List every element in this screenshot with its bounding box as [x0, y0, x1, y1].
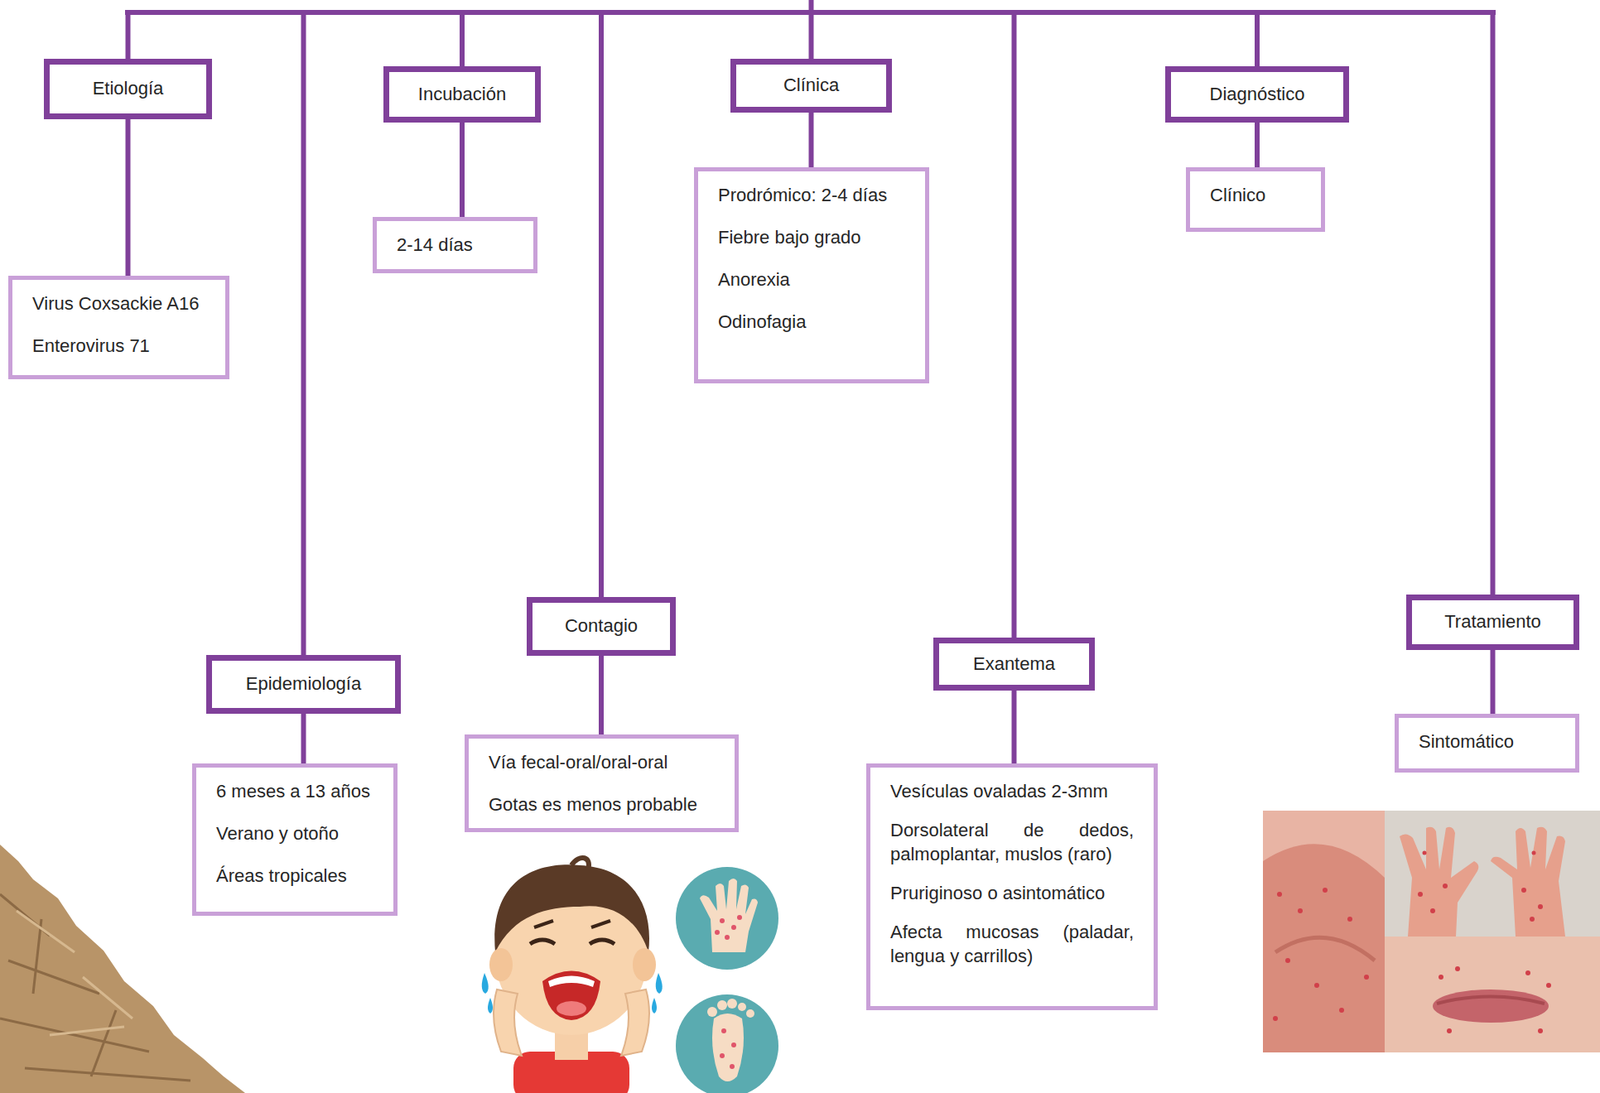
item-text: Anorexia [718, 267, 906, 292]
heading-box: Incubación [383, 66, 541, 123]
content-box: 2-14 días [372, 216, 538, 274]
child-cartoon [481, 857, 663, 1093]
item-text: 6 meses a 13 años [216, 779, 374, 804]
item-text: Áreas tropicales [216, 863, 374, 888]
heading-box: Etiología [43, 58, 213, 120]
item-text: Virus Coxsackie A16 [32, 291, 206, 316]
connector-line [809, 112, 815, 168]
hand-icon [675, 867, 779, 970]
content-box: Sintomático [1394, 713, 1580, 773]
item-text: Enterovirus 71 [32, 333, 206, 358]
heading-text: Contagio [564, 615, 638, 637]
content-box: Vesículas ovaladas 2-3mmDorsolateral de … [866, 763, 1158, 1011]
item-text: Pruriginoso o asintomático [890, 881, 1134, 906]
item-text: Prodrómico: 2-4 días [718, 183, 906, 208]
connector-line [125, 119, 131, 276]
heading-text: Tratamiento [1444, 611, 1542, 633]
connector-line [1012, 690, 1017, 764]
heading-text: Epidemiología [245, 673, 362, 695]
item-text: Afecta mucosas (paladar, lengua y carril… [890, 920, 1134, 969]
item-text: Sintomático [1418, 729, 1556, 754]
content-box: Virus Coxsackie A16Enterovirus 71 [8, 275, 230, 380]
heading-box: Clínica [730, 58, 892, 113]
item-text: Gotas es menos probable [488, 792, 715, 817]
connector-line [459, 122, 465, 217]
tree-bar [125, 0, 1496, 656]
item-text: Dorsolateral de dedos, palmoplantar, mus… [890, 818, 1134, 867]
heading-box: Contagio [526, 597, 676, 656]
connector-line [1490, 650, 1496, 714]
connector-line [1254, 122, 1260, 168]
item-text: Clínico [1209, 183, 1302, 208]
content-box: 6 meses a 13 añosVerano y otoñoÁreas tro… [192, 763, 398, 916]
item-text: 2-14 días [396, 232, 514, 257]
heading-text: Incubación [418, 83, 507, 106]
heading-box: Exantema [933, 637, 1095, 691]
content-box: Clínico [1185, 167, 1326, 232]
item-text: Vía fecal-oral/oral-oral [488, 750, 715, 775]
photo-collage [1262, 810, 1600, 1053]
item-text: Verano y otoño [216, 821, 374, 846]
content-box: Vía fecal-oral/oral-oralGotas es menos p… [464, 734, 739, 833]
connector-line [598, 655, 604, 735]
heading-text: Etiología [92, 77, 164, 100]
foot-icon [675, 994, 779, 1093]
heading-box: Tratamiento [1406, 594, 1580, 651]
heading-text: Diagnóstico [1209, 83, 1306, 106]
content-box: Prodrómico: 2-4 díasFiebre bajo gradoAno… [693, 167, 930, 384]
heading-text: Exantema [973, 653, 1056, 675]
heading-box: Diagnóstico [1165, 66, 1350, 123]
item-text: Vesículas ovaladas 2-3mm [890, 779, 1134, 804]
connector-line [301, 713, 307, 764]
item-text: Odinofagia [718, 309, 906, 334]
item-text: Fiebre bajo grado [718, 225, 906, 250]
heading-box: Epidemiología [206, 655, 401, 714]
heading-text: Clínica [783, 74, 839, 97]
